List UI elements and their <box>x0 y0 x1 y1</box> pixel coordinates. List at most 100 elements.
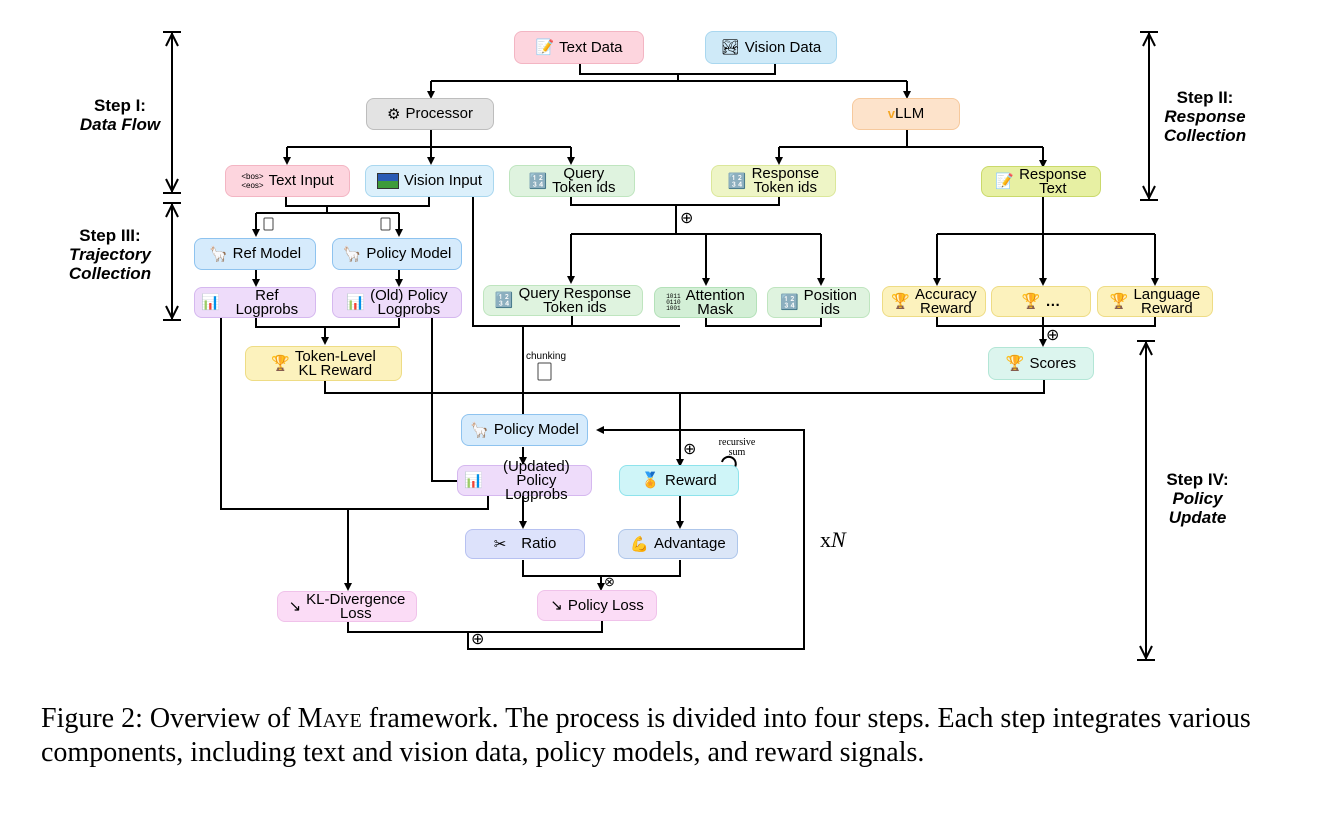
ref-logprobs-node: 📊 Ref Logprobs <box>194 287 316 318</box>
scissors-icon: ✂ <box>493 535 507 553</box>
old-policy-logprobs-line2: Logprobs <box>377 300 441 318</box>
repeat-n-label: xN <box>820 527 846 553</box>
vision-input-node: Vision Input <box>365 165 494 197</box>
response-token-ids-line2: Token ids <box>753 179 818 196</box>
ref-model-node: 🦙 Ref Model <box>194 238 316 270</box>
repeat-var: N <box>831 527 846 552</box>
image-icon: 🏞 <box>720 39 740 56</box>
llama-icon: 🦙 <box>470 421 489 439</box>
query-token-ids-line1: Query <box>563 165 605 182</box>
number-blocks-icon: 🔢 <box>727 172 747 190</box>
ref-model-label: Ref Model <box>232 245 302 262</box>
otimes-policy-loss: ⊗ <box>604 574 615 589</box>
processor-node: ⚙ Processor <box>366 98 494 130</box>
oplus-loss-merge: ⊕ <box>471 631 485 648</box>
memo-pencil-icon: 📝 <box>535 39 555 56</box>
bos-token: <bos> <box>241 172 264 181</box>
updated-policy-logprobs-node: 📊 (Updated)Policy Logprobs <box>457 459 592 502</box>
trophy-icon: 🏆 <box>1021 293 1041 310</box>
scores-node: 🏆 Scores <box>988 347 1094 380</box>
vllm-node: vLLM <box>852 98 960 130</box>
recursive-sum-line2: sum <box>728 447 746 458</box>
vision-data-node: 🏞 Vision Data <box>705 31 837 64</box>
caption-prefix: Figure 2: Overview of <box>41 703 298 734</box>
step-1-label: Step I: Data Flow <box>70 96 170 134</box>
vllm-text: LLM <box>895 105 925 122</box>
caption-framework-name: Maye <box>297 703 362 734</box>
eos-token: <eos> <box>241 181 264 190</box>
trophy-icon: 🏆 <box>1109 293 1129 310</box>
medal-icon: 🏅 <box>641 472 660 489</box>
bar-chart-icon: 📊 <box>201 294 220 311</box>
vision-data-label: Vision Data <box>744 38 822 56</box>
oplus-token-merge: ⊕ <box>680 210 694 227</box>
llama-icon: 🦙 <box>342 245 362 263</box>
reward-label: Reward <box>665 471 717 489</box>
text-input-label: Text Input <box>268 172 334 189</box>
ratio-label: Ratio <box>521 535 557 552</box>
step-4-subtitle-2: Update <box>1168 508 1227 527</box>
kl-reward-line1: Token-Level <box>294 347 376 365</box>
number-blocks-icon: 🔢 <box>528 172 548 190</box>
attention-mask-line1: Attention <box>685 286 745 304</box>
bar-chart-icon: 📊 <box>464 472 483 489</box>
query-token-ids-line2: Token ids <box>552 179 616 196</box>
vllm-label: vLLM <box>888 105 925 122</box>
recursive-sum-line1: recursive <box>718 437 756 448</box>
ref-logprobs-label: Ref Logprobs <box>235 286 299 318</box>
step-2-label: Step II: Response Collection <box>1150 88 1260 145</box>
qr-token-ids-line1: Query Response <box>518 284 632 302</box>
policy-model-old-label: Policy Model <box>366 245 452 262</box>
repeat-x: x <box>820 527 831 552</box>
updated-logprobs-line1: (Updated) <box>502 457 570 475</box>
text-data-node: 📝 Text Data <box>514 31 644 64</box>
gear-icon: ⚙ <box>387 105 401 123</box>
text-data-label: Text Data <box>559 38 623 56</box>
step-1-subtitle: Data Flow <box>79 115 161 134</box>
step-3-title: Step III: <box>79 226 141 245</box>
step-1-title: Step I: <box>94 96 146 115</box>
connector-lines <box>163 31 1159 661</box>
trophy-icon: 🏆 <box>891 293 910 310</box>
step-3-subtitle-2: Collection <box>68 264 152 283</box>
updated-logprobs-line2: Policy Logprobs <box>505 471 568 503</box>
updated-policy-logprobs-label: (Updated)Policy Logprobs <box>488 457 585 503</box>
trend-down-icon: ↘ <box>288 598 302 615</box>
step-3-label: Step III: Trajectory Collection <box>50 226 170 283</box>
number-blocks-icon: 🔢 <box>779 294 799 311</box>
flexed-arm-icon: 💪 <box>630 535 649 553</box>
policy-model-update-label: Policy Model <box>493 421 579 438</box>
reward-node: 🏅 Reward <box>619 465 739 496</box>
advantage-node: 💪 Advantage <box>618 529 738 559</box>
chunking-label: chunking <box>526 351 567 362</box>
policy-loss-node: ↘ Policy Loss <box>537 590 657 621</box>
bos-eos-icon: <bos> <eos> <box>241 172 263 190</box>
step-3-subtitle: Trajectory <box>69 245 151 264</box>
other-reward-node: 🏆 … <box>991 286 1091 317</box>
kl-loss-line2: Loss <box>339 604 372 622</box>
bar-chart-icon: 📊 <box>346 294 366 311</box>
picture-icon <box>376 173 399 189</box>
step-4-title: Step IV: <box>1166 470 1229 489</box>
processor-label: Processor <box>405 105 473 122</box>
trophy-icon: 🏆 <box>271 355 290 372</box>
old-policy-logprobs-line1: (Old) Policy <box>370 286 448 304</box>
kl-loss-line1: KL-Divergence <box>306 590 406 608</box>
step-2-subtitle-2: Collection <box>1163 126 1247 145</box>
response-text-line1: Response <box>1019 165 1087 183</box>
kl-reward-line2: KL Reward <box>298 361 373 379</box>
